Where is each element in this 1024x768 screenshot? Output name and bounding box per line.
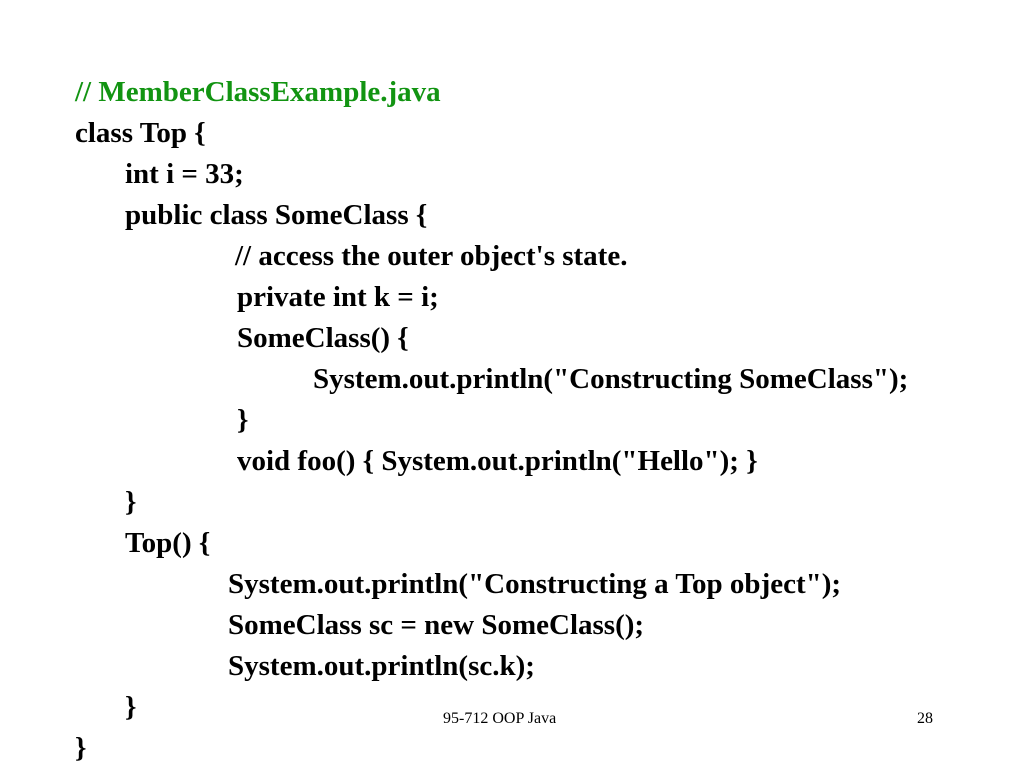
code-line: System.out.println("Constructing a Top o…	[228, 568, 842, 600]
code-line: }	[237, 404, 249, 436]
code-line: System.out.println("Constructing SomeCla…	[313, 363, 909, 395]
code-line: void foo() { System.out.println("Hello")…	[237, 445, 758, 477]
code-line: private int k = i;	[237, 281, 439, 313]
code-line: }	[75, 732, 87, 764]
code-line: SomeClass() {	[237, 322, 409, 354]
code-line: // access the outer object's state.	[235, 240, 628, 272]
code-line: System.out.println(sc.k);	[228, 650, 535, 682]
code-line: }	[125, 691, 137, 723]
code-line: int i = 33;	[125, 158, 244, 190]
footer-course-title: 95-712 OOP Java	[443, 710, 557, 727]
code-line-file-comment: // MemberClassExample.java	[75, 76, 441, 108]
code-line: class Top {	[75, 117, 206, 149]
code-line: public class SomeClass {	[125, 199, 428, 231]
code-line: SomeClass sc = new SomeClass();	[228, 609, 645, 641]
code-line: Top() {	[125, 527, 211, 559]
code-line: }	[125, 486, 137, 518]
page-number: 28	[917, 710, 933, 727]
